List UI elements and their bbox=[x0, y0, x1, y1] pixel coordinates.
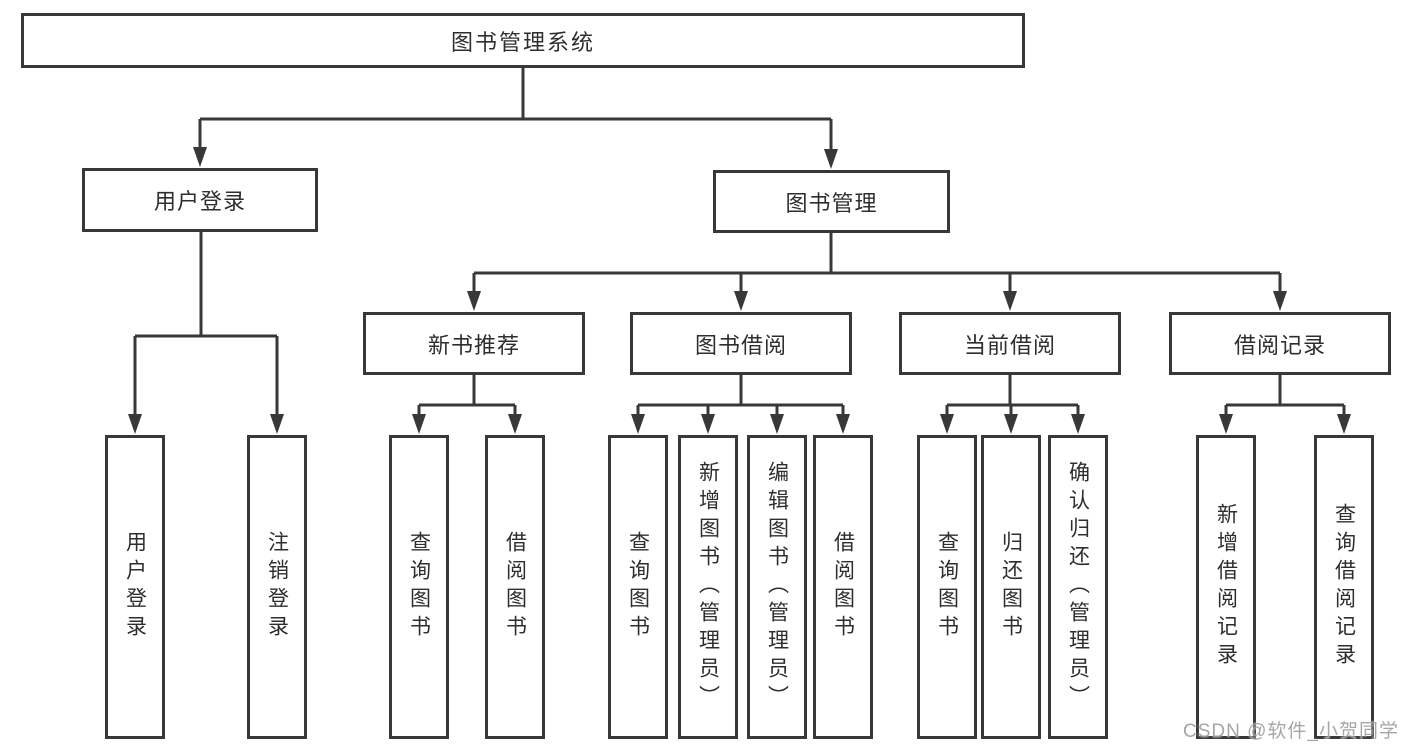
node-current-borrow: 当前借阅 bbox=[899, 312, 1121, 375]
connector-book-borrow-children bbox=[631, 375, 850, 434]
node-library-management-system: 图书管理系统 bbox=[21, 13, 1025, 68]
leaf-borrow-query-books: 查询图书 bbox=[608, 435, 668, 739]
node-book-borrow: 图书借阅 bbox=[630, 312, 852, 375]
leaf-borrow-borrow-books: 借阅图书 bbox=[813, 435, 873, 739]
leaf-current-return-books: 归还图书 bbox=[981, 435, 1041, 739]
connector-user-login-children bbox=[128, 232, 284, 434]
connector-root-to-level2 bbox=[193, 68, 838, 169]
leaf-current-confirm-return-admin: 确认归还（管理员） bbox=[1048, 435, 1108, 739]
node-book-management: 图书管理 bbox=[713, 170, 950, 233]
node-user-login: 用户登录 bbox=[82, 168, 318, 232]
connector-borrow-records-children bbox=[1219, 375, 1351, 434]
connector-book-management-children bbox=[467, 233, 1287, 311]
leaf-recommend-query-books: 查询图书 bbox=[389, 435, 449, 739]
leaf-recommend-borrow-books: 借阅图书 bbox=[485, 435, 545, 739]
node-new-book-recommend: 新书推荐 bbox=[363, 312, 585, 375]
csdn-watermark: CSDN @软件_小贺同学 bbox=[1183, 721, 1399, 742]
leaf-borrow-add-books-admin: 新增图书（管理员） bbox=[678, 435, 738, 739]
connector-new-book-recommend-children bbox=[412, 375, 522, 434]
leaf-current-query-books: 查询图书 bbox=[917, 435, 977, 739]
leaf-records-add-record: 新增借阅记录 bbox=[1196, 435, 1256, 739]
leaf-user-login: 用户登录 bbox=[105, 435, 165, 739]
node-borrow-records: 借阅记录 bbox=[1169, 312, 1391, 375]
leaf-logout: 注销登录 bbox=[247, 435, 307, 739]
connector-current-borrow-children bbox=[940, 375, 1085, 434]
leaf-borrow-edit-books-admin: 编辑图书（管理员） bbox=[747, 435, 807, 739]
leaf-records-query-record: 查询借阅记录 bbox=[1314, 435, 1374, 739]
